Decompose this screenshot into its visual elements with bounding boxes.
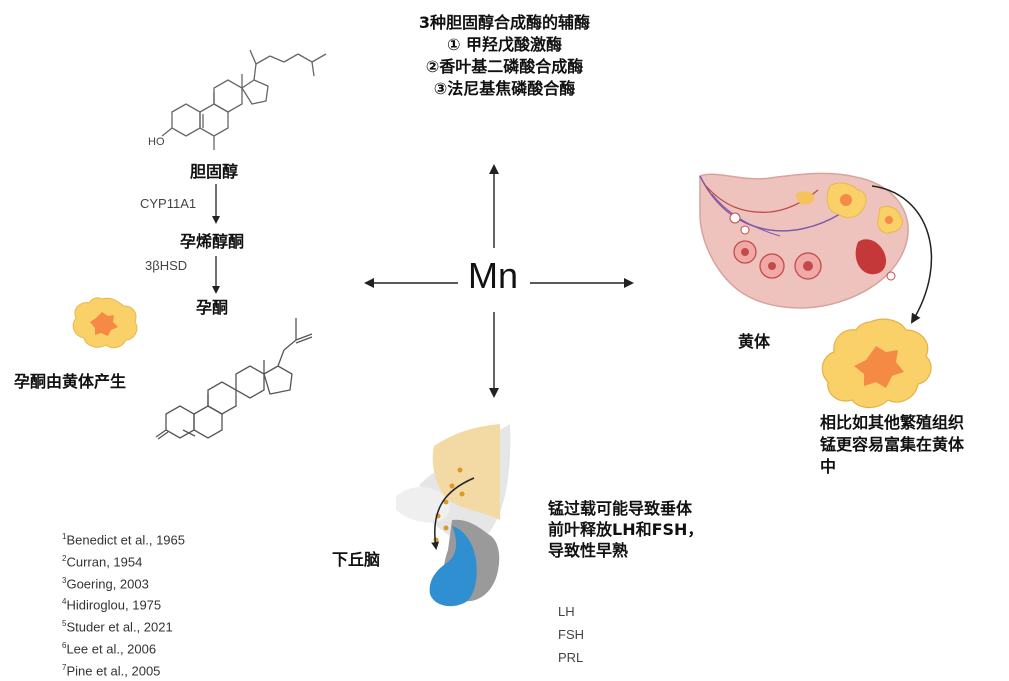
references-list: 1Benedict et al., 1965 2Curran, 1954 3Go…	[62, 528, 185, 681]
note-line-1: 相比如其他繁殖组织	[820, 413, 965, 432]
pituitary-note-line-3: 导致性早熟	[548, 541, 629, 560]
corpus-luteum-arrow	[871, 185, 933, 324]
hormone-fsh: FSH	[558, 627, 584, 642]
ho-label: HO	[148, 136, 165, 148]
hypothalamus-arrow	[431, 477, 475, 550]
cyp11a1-label: CYP11A1	[140, 196, 197, 211]
3bhsd-label: 3βHSD	[145, 258, 188, 273]
progesterone-follicle-icon	[72, 297, 138, 349]
hormone-prl: PRL	[558, 650, 584, 665]
cofactor-list: 3种胆固醇合成酶的辅酶 ① 甲羟戊酸激酶 ②香叶基二磷酸合成酶 ③法尼基焦磷酸合…	[0, 12, 1009, 100]
corpus-luteum-icon	[821, 318, 932, 409]
hormone-list: LH FSH PRL	[558, 600, 584, 669]
hormone-lh: LH	[558, 604, 575, 619]
manganese-label: Mn	[468, 255, 519, 296]
pituitary-note: 锰过载可能导致垂体 前叶释放LH和FSH， 导致性早熟	[548, 498, 703, 561]
progesterone-structure	[155, 318, 313, 440]
cholesterol-label: 胆固醇	[190, 162, 239, 181]
pituitary-note-line-1: 锰过载可能导致垂体	[548, 499, 693, 518]
reference-item: 2Curran, 1954	[62, 553, 143, 570]
note-line-3: 中	[820, 457, 837, 476]
reference-item: 1Benedict et al., 1965	[62, 532, 185, 548]
cholesterol-structure	[161, 49, 327, 150]
pituitary-illustration	[396, 424, 511, 607]
cofactor-item-2: ②香叶基二磷酸合成酶	[425, 57, 584, 76]
reference-item: 7Pine et al., 2005	[62, 662, 161, 679]
note-line-2: 锰更容易富集在黄体	[820, 435, 965, 454]
manganese-enrichment-note: 相比如其他繁殖组织 锰更容易富集在黄体 中	[820, 412, 964, 478]
cofactor-title: 3种胆固醇合成酶的辅酶	[418, 13, 591, 32]
reference-item: 5Studer et al., 2021	[62, 619, 173, 635]
pituitary-note-line-2: 前叶释放LH和FSH，	[548, 520, 704, 539]
mn-arrows	[364, 164, 634, 398]
hypothalamus-label: 下丘脑	[332, 550, 381, 569]
ovary-illustration	[699, 172, 909, 309]
corpus-luteum-label: 黄体	[738, 332, 771, 351]
progesterone-label: 孕酮	[196, 298, 229, 317]
cofactor-item-1: ① 甲羟戊酸激酶	[446, 35, 563, 54]
progesterone-source-note: 孕酮由黄体产生	[14, 372, 127, 391]
reference-item: 3Goering, 2003	[62, 575, 149, 591]
cofactor-item-3: ③法尼基焦磷酸合酶	[433, 79, 576, 98]
reference-item: 4Hidiroglou, 1975	[62, 597, 162, 613]
pregnenolone-label: 孕烯醇酮	[180, 232, 245, 251]
reference-item: 6Lee et al., 2006	[62, 641, 157, 657]
